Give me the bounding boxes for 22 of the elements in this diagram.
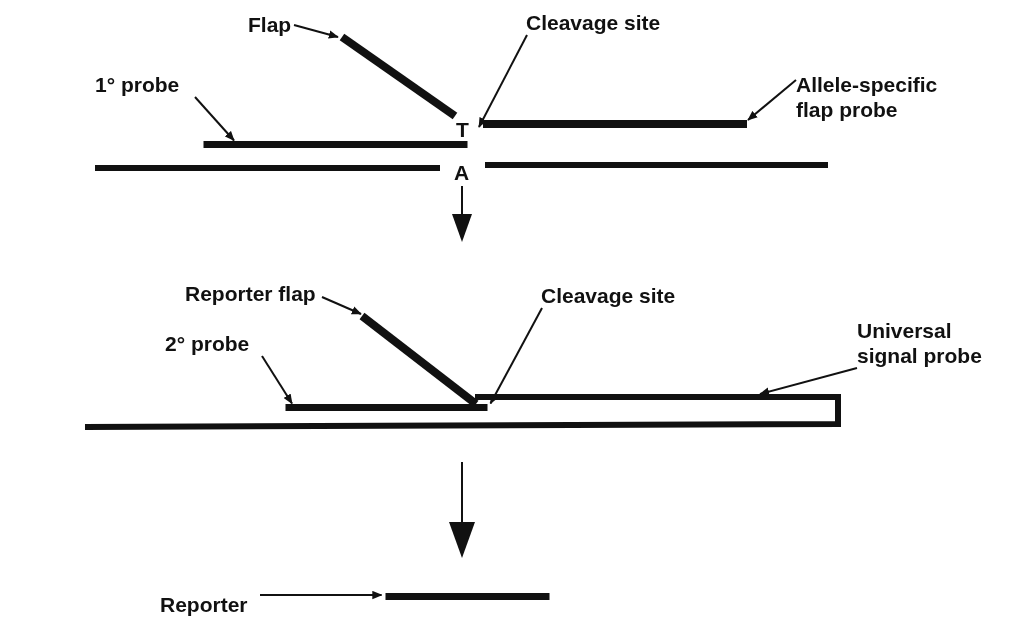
dna-strand — [82, 394, 841, 430]
probe-label: 1° probe — [95, 72, 205, 97]
leader-arrow — [747, 79, 797, 121]
probe-label: 2° probe — [165, 331, 275, 356]
dna-strand — [338, 33, 459, 120]
leader-arrow — [478, 34, 528, 128]
leader-arrow — [293, 24, 339, 39]
probe-label: Reporter flap — [185, 281, 330, 306]
probe-label: Allele-specific flap probe — [796, 72, 971, 122]
probe-label: Cleavage site — [541, 283, 691, 308]
leader-arrow — [489, 307, 543, 405]
leader-arrow — [321, 296, 362, 315]
base-letter: A — [454, 160, 470, 185]
probe-label: Flap — [248, 12, 308, 37]
probe-label: Universal signal probe — [857, 318, 1007, 368]
probe-label: Cleavage site — [526, 10, 676, 35]
leader-arrow — [194, 96, 235, 142]
leader-arrow — [261, 355, 293, 405]
base-letter: T — [456, 117, 469, 142]
leader-arrow — [759, 367, 858, 396]
probe-label: Reporter — [160, 592, 260, 617]
leader-arrow — [259, 590, 383, 600]
